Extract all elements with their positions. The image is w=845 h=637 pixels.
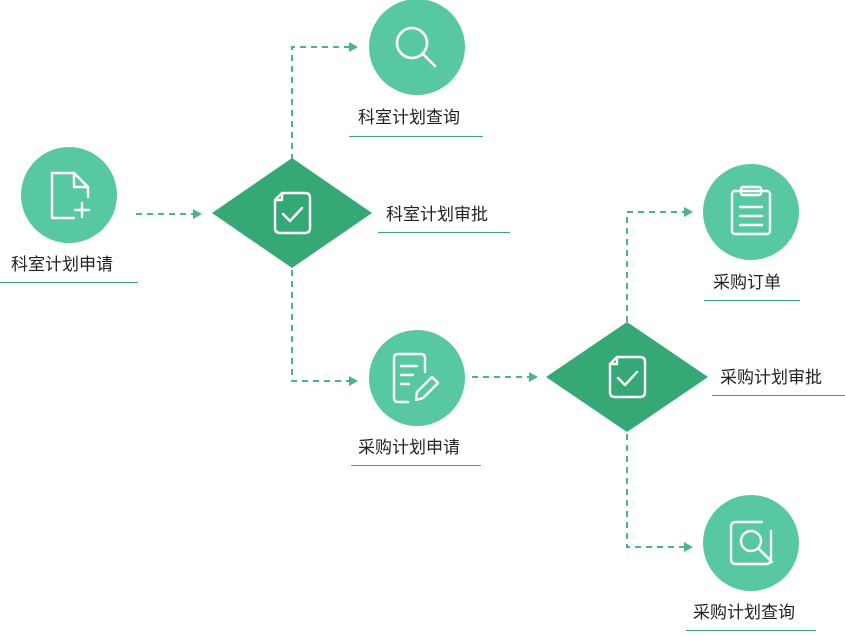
dept-plan-request-node[interactable]	[21, 147, 117, 243]
arrow-purchase-approval-to-query	[626, 434, 693, 552]
purchase-order-label: 采购订单	[713, 273, 781, 293]
new-document-icon	[50, 171, 91, 220]
purchase-plan-query-node[interactable]	[703, 495, 799, 591]
document-edit-icon	[392, 352, 440, 404]
arrow-purchase-approval-to-order	[626, 207, 693, 322]
dept-plan-query-label: 科室计划查询	[358, 108, 460, 128]
purchase-order-circle	[703, 164, 799, 260]
purchase-plan-request-underline	[351, 465, 481, 466]
dept-plan-query-underline	[349, 136, 483, 137]
dept-plan-query-circle	[369, 0, 465, 95]
dept-plan-approval-underline	[378, 232, 510, 233]
dept-plan-query-node[interactable]	[369, 0, 465, 95]
arrow-approval-to-purchase-request	[291, 270, 358, 386]
purchase-plan-approval-node[interactable]	[546, 322, 708, 432]
purchase-plan-approval-label: 采购计划审批	[720, 368, 822, 388]
purchase-plan-request-circle	[369, 330, 465, 426]
purchase-plan-query-label: 采购计划查询	[693, 603, 795, 623]
dept-plan-approval-diamond	[212, 158, 372, 268]
dept-plan-request-label: 科室计划申请	[11, 255, 113, 275]
clipboard-icon	[730, 185, 772, 236]
document-check-icon	[273, 191, 312, 235]
purchase-plan-approval-underline	[712, 395, 845, 396]
dept-plan-approval-label: 科室计划审批	[386, 205, 488, 225]
search-icon	[395, 26, 437, 68]
purchase-plan-query-circle	[703, 495, 799, 591]
purchase-plan-request-node[interactable]	[369, 330, 465, 426]
purchase-plan-request-label: 采购计划申请	[358, 438, 460, 458]
arrow-approval-to-dept-query	[291, 42, 358, 160]
dept-plan-request-circle	[21, 147, 117, 243]
document-check-icon	[608, 355, 647, 399]
purchase-plan-approval-diamond	[546, 322, 708, 432]
connectors	[136, 42, 693, 552]
dept-plan-request-underline	[0, 282, 138, 283]
purchase-order-underline	[704, 300, 800, 301]
dept-plan-approval-node[interactable]	[212, 158, 372, 268]
purchase-order-node[interactable]	[703, 164, 799, 260]
search-document-icon	[729, 520, 774, 566]
purchase-plan-query-underline	[686, 630, 816, 631]
